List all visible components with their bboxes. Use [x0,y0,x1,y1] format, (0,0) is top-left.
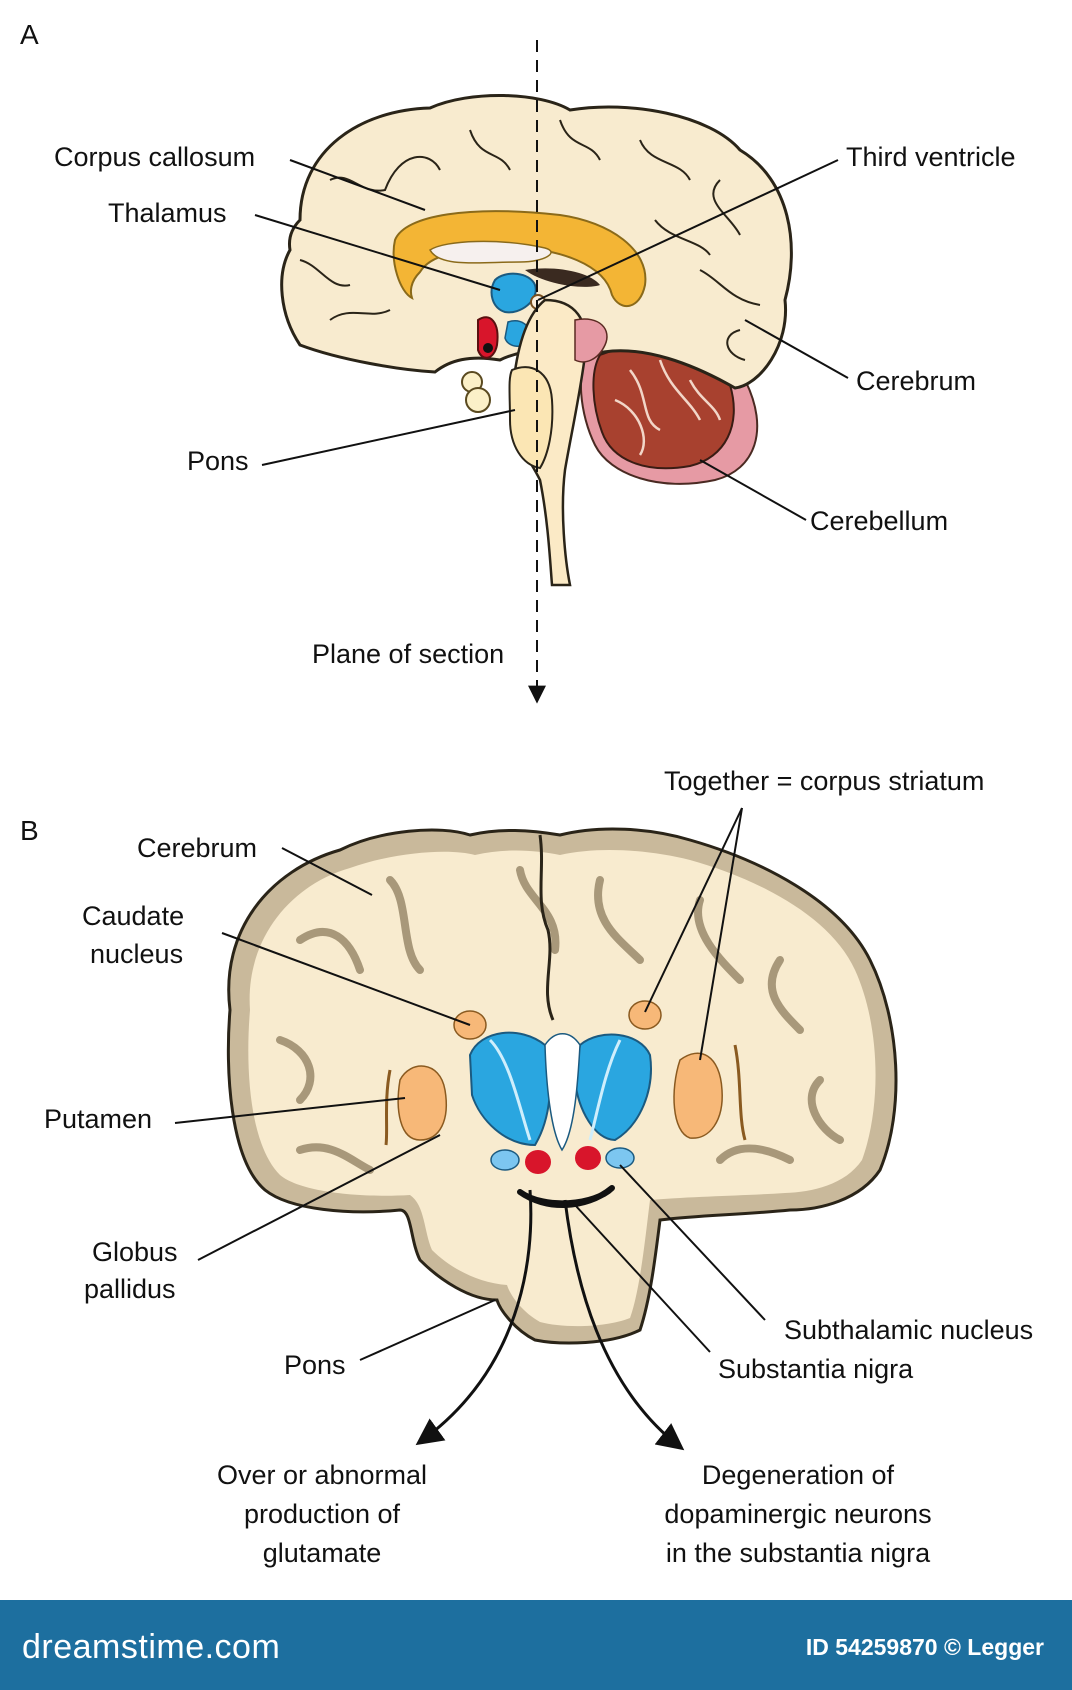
outcome-right-line-3: in the substantia nigra [666,1538,931,1568]
panel-a-letter: A [20,19,39,50]
label-pons-b: Pons [284,1350,346,1380]
red-nucleus-right [575,1146,601,1170]
label-corpus-callosum: Corpus callosum [54,142,255,172]
label-caudate-line-2: nucleus [90,939,183,969]
label-thalamus: Thalamus [108,198,227,228]
label-globus-line-1: Globus [92,1237,178,1267]
panel-b-letter: B [20,815,39,846]
footer-bar: dreamstime.com ID 54259870 © Legger [0,1600,1072,1690]
label-cerebrum-a: Cerebrum [856,366,976,396]
outcome-right-line-2: dopaminergic neurons [664,1499,931,1529]
label-cerebrum-b: Cerebrum [137,833,257,863]
panel-b: B [20,766,1033,1568]
label-plane-of-section: Plane of section [312,639,504,669]
outcome-right-line-1: Degeneration of [702,1460,895,1490]
thalamus-shape [490,272,537,314]
label-putamen: Putamen [44,1104,152,1134]
corpus-callosum-shape [392,210,647,308]
red-nucleus-left [525,1150,551,1174]
subthalamic-nucleus-left [490,1149,520,1171]
outcome-left-line-3: glutamate [263,1538,382,1568]
caudate-nucleus-right [628,1000,662,1030]
label-globus-line-2: pallidus [84,1274,176,1304]
putamen-left [397,1065,447,1141]
outcome-left-line-2: production of [244,1499,401,1529]
label-substantia-nigra: Substantia nigra [718,1354,914,1384]
label-together-corpus-striatum: Together = corpus striatum [664,766,984,796]
arrow-to-degeneration [563,1199,685,1451]
label-pons-a: Pons [187,446,249,476]
panel-a: A [20,19,1016,704]
label-caudate-line-1: Caudate [82,901,184,931]
outcome-left-line-1: Over or abnormal [217,1460,427,1490]
label-subthalamic-nucleus: Subthalamic nucleus [784,1315,1033,1345]
substantia-nigra-shape [517,1185,615,1209]
subthalamic-nucleus-right [605,1147,635,1169]
pons-shape [508,366,554,470]
label-third-ventricle: Third ventricle [846,142,1016,172]
putamen-right [673,1052,723,1139]
label-cerebellum: Cerebellum [810,506,948,536]
arrow-to-glutamate [415,1189,533,1446]
footer-credit: ID 54259870 © Legger [805,1634,1044,1660]
footer-brand[interactable]: dreamstime.com [22,1628,281,1666]
